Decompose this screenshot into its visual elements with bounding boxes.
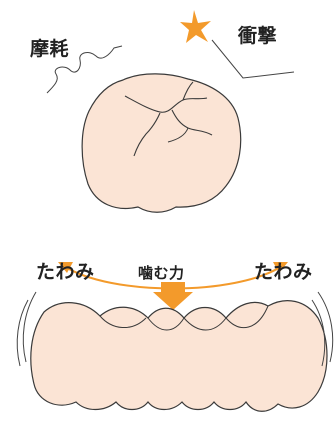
molar-fissure-branch-1 [171, 109, 213, 136]
motion-lines-left [16, 291, 37, 367]
dental-bridge [30, 300, 328, 412]
flex-label-right: たわみ [254, 261, 313, 283]
impact-leader-line [211, 39, 295, 79]
down-arrow-icon [153, 282, 193, 310]
flex-arrowhead-right [273, 262, 288, 273]
molar-fissure-branch-3 [182, 81, 194, 101]
molar-fissure-branch-2 [133, 112, 161, 157]
impact-label: 衝撃 [238, 25, 278, 47]
wear-label: 摩耗 [30, 38, 70, 60]
wear-wavy-line [46, 45, 123, 94]
bite-force-label: 噛む力 [138, 264, 185, 282]
motion-lines-right [311, 291, 334, 367]
bridge-occlusal-outline [99, 305, 269, 331]
molar-fissure-main [124, 95, 208, 113]
molar-tooth [81, 73, 242, 213]
flex-label-left: たわみ [36, 261, 95, 283]
molar-fissure-branch-4 [167, 127, 189, 143]
flex-arrowhead-left [58, 262, 73, 273]
star-burst-icon [180, 10, 211, 43]
double-headed-curved-arrow-icon [63, 265, 283, 290]
